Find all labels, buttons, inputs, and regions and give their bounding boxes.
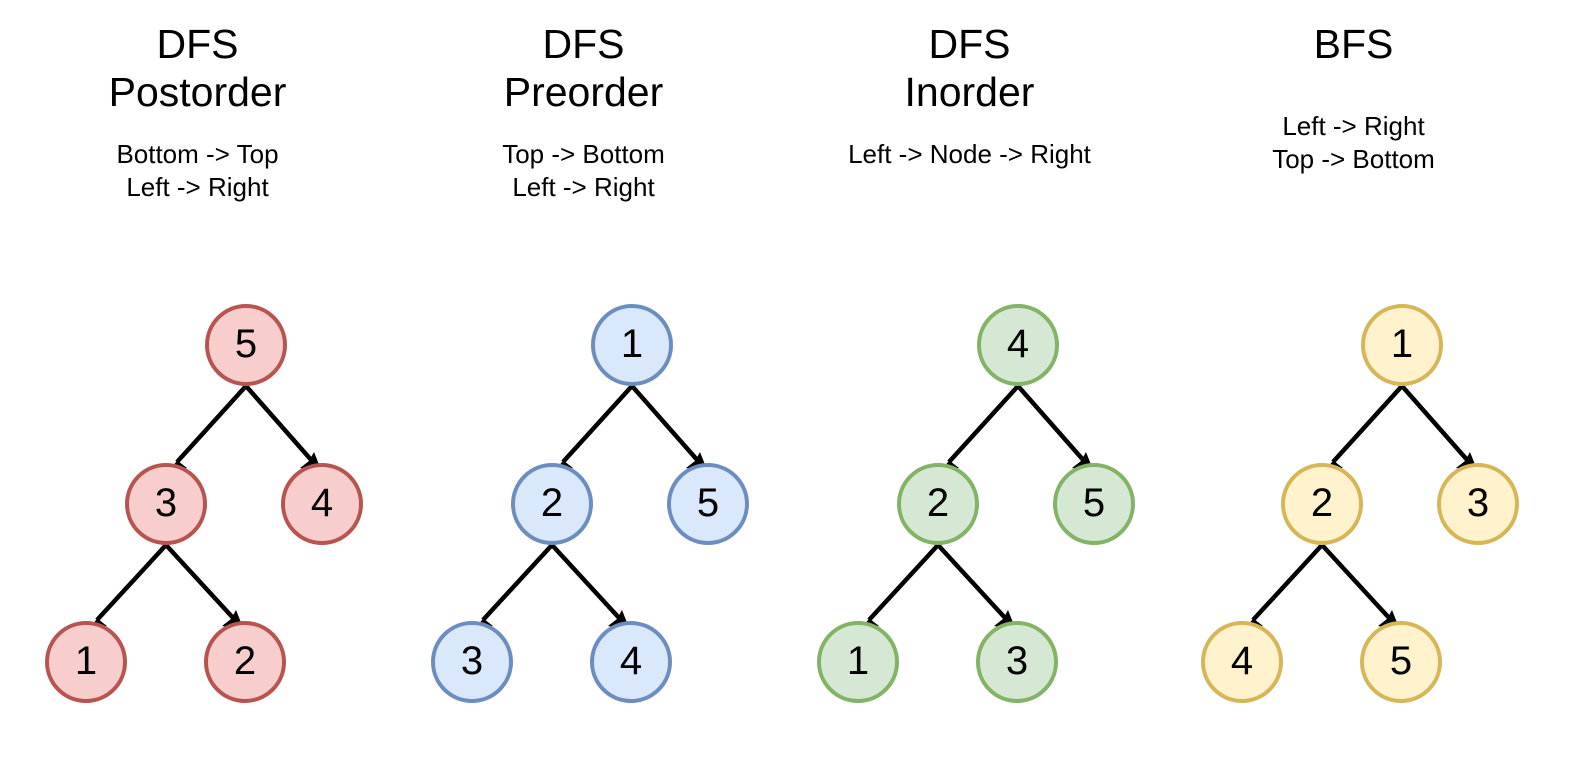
tree-node-leaf-left[interactable]: 1 xyxy=(817,621,899,703)
binary-tree: 4 2 5 1 3 xyxy=(772,0,1167,762)
traversal-column-dfs-postorder: DFS Postorder Bottom -> Top Left -> Righ… xyxy=(0,0,395,762)
column-title: DFS Preorder xyxy=(503,21,664,115)
column-subtitle: Left -> Node -> Right xyxy=(848,139,1091,169)
tree-node-mid-right[interactable]: 4 xyxy=(281,463,363,545)
column-header: BFS Left -> Right Top -> Bottom xyxy=(1156,20,1551,176)
tree-node-mid-left[interactable]: 2 xyxy=(511,463,593,545)
binary-tree: 5 3 4 1 2 xyxy=(0,0,395,762)
tree-node-leaf-right[interactable]: 4 xyxy=(590,621,672,703)
column-subtitle: Top -> Bottom Left -> Right xyxy=(502,139,665,202)
tree-node-label: 1 xyxy=(846,639,870,683)
column-subtitle: Left -> Right Top -> Bottom xyxy=(1272,111,1435,174)
tree-node-label: 5 xyxy=(696,481,720,525)
tree-node-label: 3 xyxy=(154,481,178,525)
traversal-column-dfs-preorder: DFS Preorder Top -> Bottom Left -> Right xyxy=(386,0,781,762)
tree-node-label: 3 xyxy=(1005,639,1029,683)
column-header: DFS Inorder Left -> Node -> Right xyxy=(772,20,1167,171)
tree-node-label: 4 xyxy=(1230,639,1254,683)
tree-node-label: 1 xyxy=(620,322,644,366)
edge-mid-left-to-leaf-left xyxy=(474,543,554,630)
traversal-column-dfs-inorder: DFS Inorder Left -> Node -> Right xyxy=(772,0,1167,762)
edge-mid-left-to-leaf-right xyxy=(936,543,1016,630)
column-title: DFS Postorder xyxy=(108,21,287,115)
tree-node-label: 4 xyxy=(1006,322,1030,366)
edge-mid-left-to-leaf-left xyxy=(860,543,940,630)
tree-node-label: 5 xyxy=(234,322,258,366)
tree-node-leaf-right[interactable]: 2 xyxy=(204,621,286,703)
edge-mid-left-to-leaf-left xyxy=(88,543,168,630)
edge-root-to-mid-left xyxy=(554,384,634,472)
tree-node-mid-right[interactable]: 5 xyxy=(1053,463,1135,545)
tree-node-mid-left[interactable]: 3 xyxy=(125,463,207,545)
tree-node-leaf-right[interactable]: 5 xyxy=(1360,621,1442,703)
edge-mid-left-to-leaf-right xyxy=(164,543,244,630)
column-header: DFS Postorder Bottom -> Top Left -> Righ… xyxy=(0,20,395,204)
tree-node-leaf-left[interactable]: 3 xyxy=(431,621,513,703)
tree-node-root[interactable]: 5 xyxy=(205,304,287,386)
edge-mid-left-to-leaf-right xyxy=(550,543,630,630)
tree-node-label: 1 xyxy=(1390,322,1414,366)
edge-root-to-mid-right xyxy=(630,384,708,472)
tree-node-label: 2 xyxy=(1310,481,1334,525)
tree-node-root[interactable]: 4 xyxy=(977,304,1059,386)
tree-node-label: 2 xyxy=(540,481,564,525)
tree-node-label: 2 xyxy=(926,481,950,525)
edge-root-to-mid-left xyxy=(1324,384,1404,472)
tree-node-label: 3 xyxy=(460,639,484,683)
column-title: DFS Inorder xyxy=(904,21,1035,115)
edge-mid-left-to-leaf-left xyxy=(1244,543,1324,630)
tree-node-leaf-left[interactable]: 4 xyxy=(1201,621,1283,703)
edge-root-to-mid-right xyxy=(1400,384,1478,472)
column-title: BFS xyxy=(1313,21,1394,67)
tree-node-leaf-right[interactable]: 3 xyxy=(976,621,1058,703)
edge-root-to-mid-right xyxy=(1016,384,1094,472)
traversal-column-bfs: BFS Left -> Right Top -> Bottom xyxy=(1156,0,1551,762)
tree-node-mid-left[interactable]: 2 xyxy=(1281,463,1363,545)
tree-node-mid-right[interactable]: 3 xyxy=(1437,463,1519,545)
edge-root-to-mid-left xyxy=(940,384,1020,472)
tree-node-label: 5 xyxy=(1389,639,1413,683)
tree-node-label: 4 xyxy=(310,481,334,525)
column-subtitle: Bottom -> Top Left -> Right xyxy=(116,139,279,202)
tree-node-mid-right[interactable]: 5 xyxy=(667,463,749,545)
tree-node-mid-left[interactable]: 2 xyxy=(897,463,979,545)
tree-node-label: 5 xyxy=(1082,481,1106,525)
tree-node-label: 1 xyxy=(74,639,98,683)
tree-node-label: 2 xyxy=(233,639,257,683)
edge-root-to-mid-right xyxy=(244,384,322,472)
tree-node-root[interactable]: 1 xyxy=(1361,304,1443,386)
tree-node-label: 4 xyxy=(619,639,643,683)
column-header: DFS Preorder Top -> Bottom Left -> Right xyxy=(386,20,781,204)
edge-root-to-mid-left xyxy=(168,384,248,472)
binary-tree: 1 2 5 3 4 xyxy=(386,0,781,762)
tree-node-label: 3 xyxy=(1466,481,1490,525)
tree-node-leaf-left[interactable]: 1 xyxy=(45,621,127,703)
tree-node-root[interactable]: 1 xyxy=(591,304,673,386)
binary-tree: 1 2 3 4 5 xyxy=(1156,0,1551,762)
edge-mid-left-to-leaf-right xyxy=(1320,543,1400,630)
